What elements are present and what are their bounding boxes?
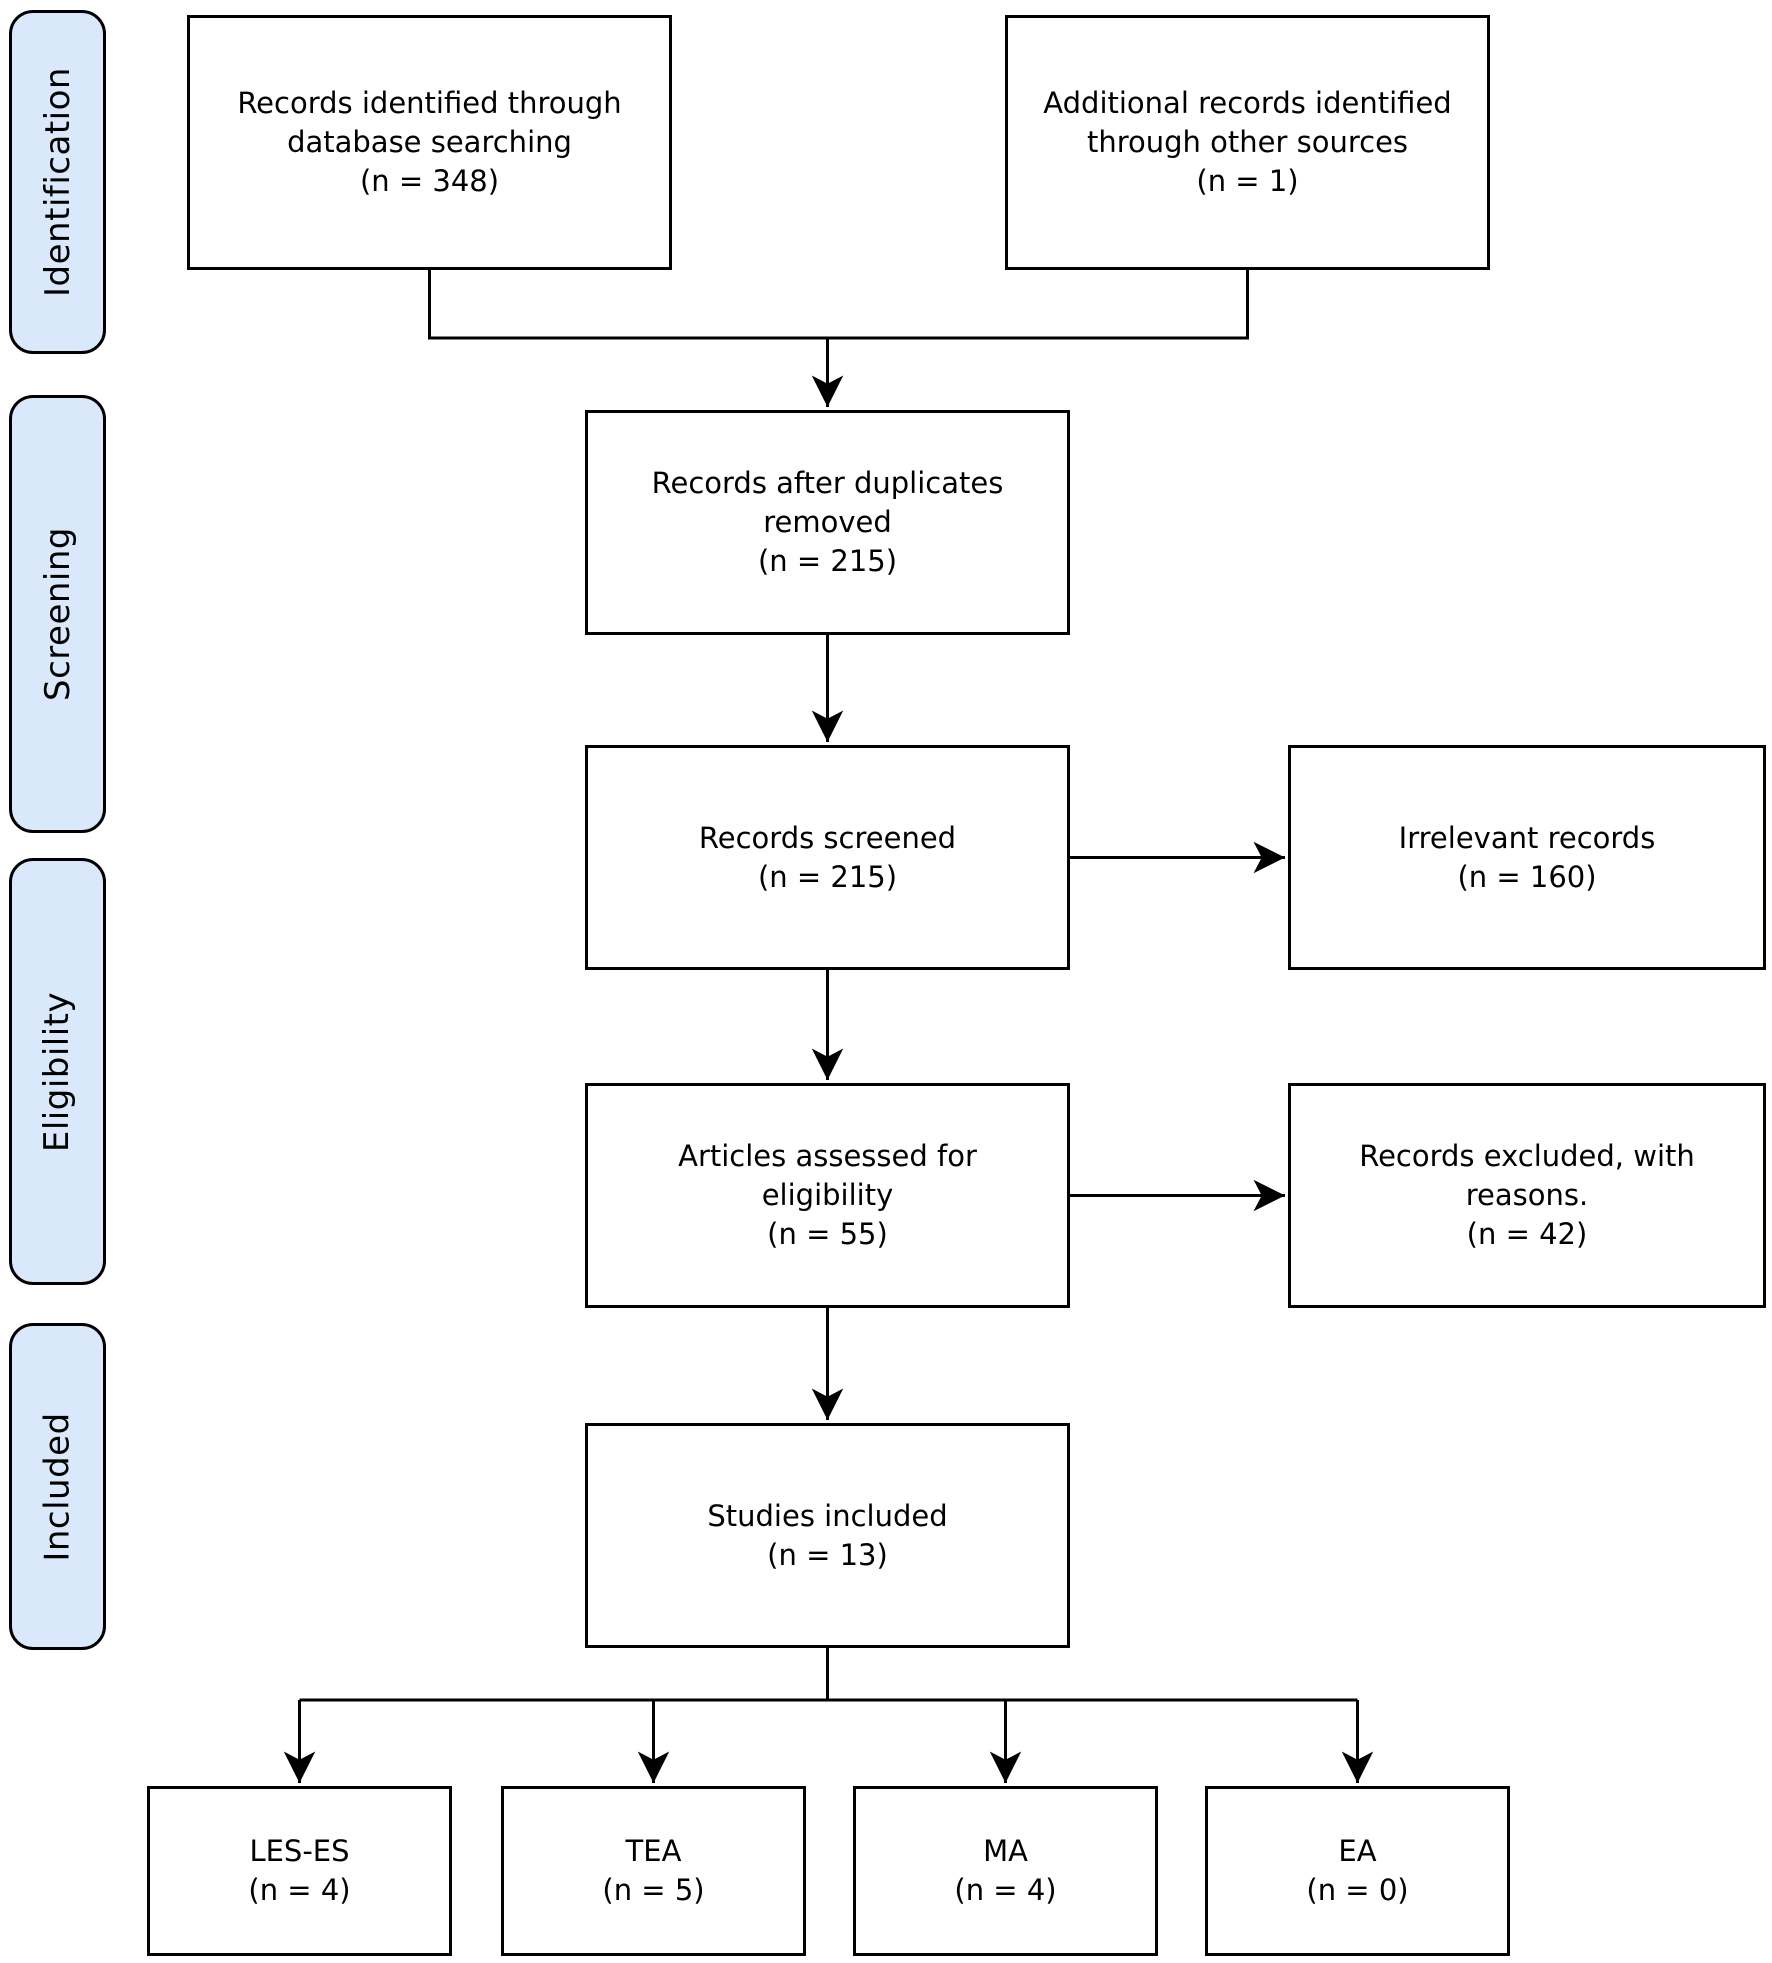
- stage-eligibility: Eligibility: [9, 858, 106, 1285]
- box-records-database-searching: Records identified through database sear…: [187, 15, 672, 270]
- stage-identification: Identification: [9, 10, 106, 354]
- box-tea: TEA (n = 5): [501, 1786, 806, 1956]
- stage-included: Included: [9, 1323, 106, 1650]
- box-articles-assessed-count: (n = 55): [767, 1217, 888, 1251]
- box-studies-included-label: Studies included: [707, 1498, 948, 1533]
- box-irrelevant-records-count: (n = 160): [1457, 859, 1597, 894]
- box-additional-records: Additional records identified through ot…: [1005, 15, 1490, 270]
- box-les-es-count: (n = 4): [248, 1873, 351, 1907]
- box-records-after-duplicates-label: Records after duplicates removed: [651, 466, 1004, 539]
- box-tea-count: (n = 5): [602, 1873, 705, 1907]
- box-records-screened-label: Records screened: [698, 820, 957, 855]
- box-records-after-duplicates-count: (n = 215): [757, 544, 898, 578]
- box-additional-records-label: Additional records identified through ot…: [1043, 86, 1452, 159]
- box-records-screened-count: (n = 215): [757, 859, 898, 894]
- box-les-es: LES-ES (n = 4): [147, 1786, 452, 1956]
- box-studies-included: Studies included (n = 13): [585, 1423, 1070, 1648]
- box-ma-count: (n = 4): [954, 1873, 1057, 1907]
- box-articles-assessed: Articles assessed for eligibility (n = 5…: [585, 1083, 1070, 1308]
- box-records-screened: Records screened (n = 215): [585, 745, 1070, 970]
- stage-screening: Screening: [9, 395, 106, 833]
- box-records-database-searching-label: Records identified through database sear…: [237, 86, 622, 159]
- box-ea-label: EA: [1338, 1834, 1377, 1868]
- box-ma-label: MA: [983, 1834, 1028, 1868]
- box-ea: EA (n = 0): [1205, 1786, 1510, 1956]
- box-studies-included-count: (n = 13): [767, 1537, 888, 1572]
- stage-eligibility-label: Eligibility: [37, 991, 78, 1152]
- box-tea-label: TEA: [625, 1834, 682, 1868]
- box-ea-count: (n = 0): [1306, 1873, 1409, 1907]
- box-records-database-searching-count: (n = 348): [359, 164, 500, 198]
- box-les-es-label: LES-ES: [249, 1834, 350, 1868]
- box-ma: MA (n = 4): [853, 1786, 1158, 1956]
- box-additional-records-count: (n = 1): [1196, 164, 1299, 198]
- box-records-after-duplicates: Records after duplicates removed (n = 21…: [585, 410, 1070, 635]
- connector-merge-sources: [428, 270, 1249, 340]
- box-irrelevant-records-label: Irrelevant records: [1398, 820, 1656, 855]
- box-records-excluded: Records excluded, with reasons. (n = 42): [1288, 1083, 1766, 1308]
- stage-screening-label: Screening: [37, 527, 78, 701]
- box-irrelevant-records: Irrelevant records (n = 160): [1288, 745, 1766, 970]
- box-articles-assessed-label: Articles assessed for eligibility: [678, 1139, 977, 1212]
- box-records-excluded-label: Records excluded, with reasons.: [1359, 1139, 1695, 1212]
- box-records-excluded-count: (n = 42): [1466, 1217, 1588, 1251]
- stage-included-label: Included: [37, 1411, 78, 1562]
- stage-identification-label: Identification: [37, 67, 78, 297]
